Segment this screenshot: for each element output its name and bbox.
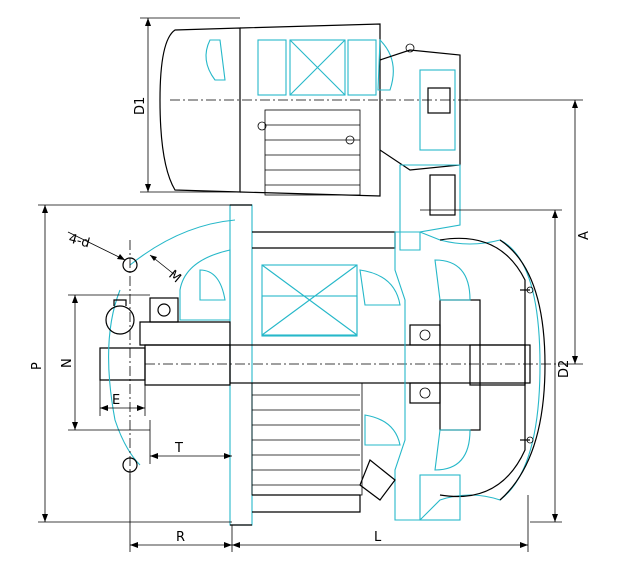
label-r: R: [176, 530, 185, 545]
top-motor: [159, 23, 470, 197]
gear-housing: [399, 164, 461, 251]
label-d1: D1: [133, 97, 148, 115]
label-bolt-holes: 4-d: [67, 231, 91, 251]
label-n: N: [60, 358, 75, 368]
label-d2: D2: [557, 360, 572, 378]
dimension-labels: D1 P N E T R L A D2 4-d M: [30, 97, 592, 545]
label-l: L: [374, 530, 382, 545]
dimension-lines: [38, 17, 583, 552]
main-motor: [99, 204, 560, 526]
label-e: E: [112, 393, 120, 408]
label-t: T: [174, 441, 183, 456]
pump-housing: [359, 231, 546, 521]
bolt-circle: [108, 219, 236, 480]
label-a: A: [577, 231, 592, 240]
shaft-keyway: [105, 299, 135, 335]
label-p: P: [30, 362, 45, 370]
label-m: M: [165, 268, 183, 287]
